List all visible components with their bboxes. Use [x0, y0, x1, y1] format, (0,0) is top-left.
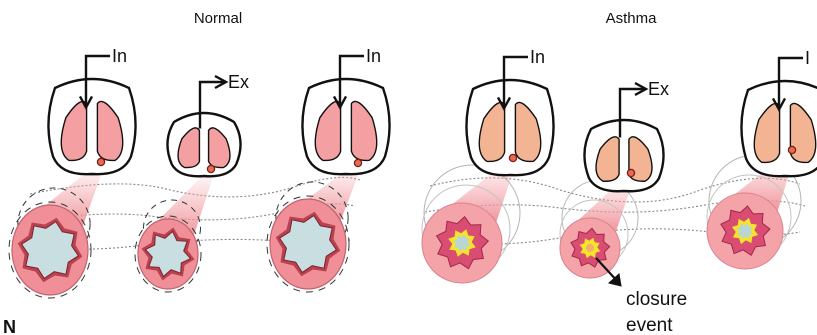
asthma-lung-2	[584, 120, 663, 191]
asthma-lung-1	[466, 80, 553, 175]
closure-event-label-line2: event	[626, 315, 673, 335]
exhale-label: Ex	[228, 72, 249, 92]
thorax-outline	[302, 79, 389, 174]
normal-panel-title: Normal	[194, 10, 242, 27]
inhale-label: I	[805, 48, 810, 68]
airway-marker-dot	[97, 158, 104, 165]
corner-letter: N	[3, 317, 16, 335]
inhale-label: In	[112, 46, 127, 66]
thorax-outline	[48, 79, 135, 174]
closure-event-label-line1: closure	[626, 289, 687, 310]
asthma-panel-title: Asthma	[606, 10, 658, 27]
normal-airway-1	[9, 164, 105, 298]
airway-marker-dot	[354, 159, 361, 166]
thorax-outline	[167, 113, 240, 176]
airway-marker-dot	[509, 154, 516, 161]
normal-airway-3	[267, 165, 362, 292]
airway-marker-dot	[207, 165, 214, 172]
inhale-label: In	[530, 47, 545, 67]
thorax-outline	[584, 120, 663, 191]
normal-lung-2	[167, 113, 240, 176]
airway-marker-dot	[627, 169, 634, 176]
normal-lung-3	[302, 79, 389, 174]
exhale-label: Ex	[648, 79, 669, 99]
airway-lumen-closed	[586, 244, 594, 252]
airway-marker-dot	[788, 146, 795, 153]
inhale-label: In	[366, 46, 381, 66]
normal-lung-1	[48, 79, 135, 174]
normal-airway-2	[135, 171, 215, 292]
